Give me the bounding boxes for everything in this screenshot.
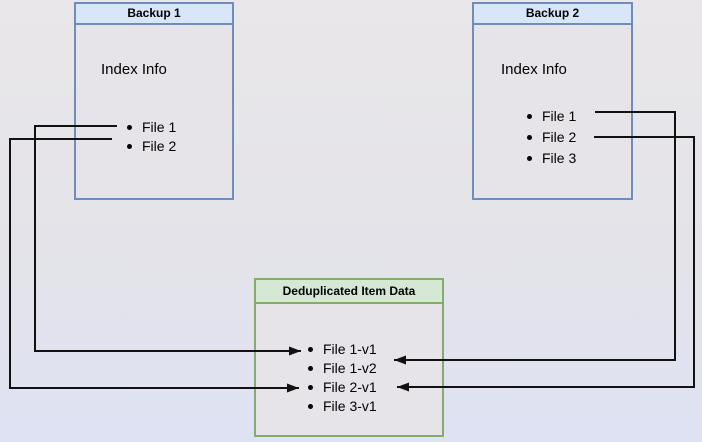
list-item: File 3-v1 xyxy=(308,397,377,416)
list-item: File 1 xyxy=(527,106,576,127)
list-item: File 1 xyxy=(127,118,176,137)
backup2-file-list: File 1 File 2 File 3 xyxy=(527,106,576,169)
list-item-label: File 1-v2 xyxy=(323,360,377,376)
list-item-label: File 2 xyxy=(142,138,177,154)
list-item-label: File 1-v1 xyxy=(323,341,377,357)
list-item: File 1-v1 xyxy=(308,340,377,359)
list-item: File 2 xyxy=(127,137,176,156)
backup2-node: Backup 2 Index Info File 1 File 2 File 3 xyxy=(472,2,633,200)
list-item-label: File 3-v1 xyxy=(323,398,377,414)
list-item: File 2-v1 xyxy=(308,378,377,397)
backup1-index-info-label: Index Info xyxy=(101,61,167,78)
dedup-title: Deduplicated Item Data xyxy=(256,280,442,304)
bullet-icon xyxy=(527,135,532,140)
bullet-icon xyxy=(308,385,313,390)
list-item: File 1-v2 xyxy=(308,359,377,378)
list-item-label: File 1 xyxy=(142,119,177,135)
bullet-icon xyxy=(308,366,313,371)
bullet-icon xyxy=(308,347,313,352)
backup1-file-list: File 1 File 2 xyxy=(127,118,176,156)
bullet-icon xyxy=(527,156,532,161)
backup2-index-info-label: Index Info xyxy=(501,61,567,78)
list-item: File 3 xyxy=(527,148,576,169)
list-item-label: File 2 xyxy=(542,129,577,145)
bullet-icon xyxy=(127,144,132,149)
bullet-icon xyxy=(527,114,532,119)
list-item: File 2 xyxy=(527,127,576,148)
backup2-title: Backup 2 xyxy=(474,4,631,25)
list-item-label: File 2-v1 xyxy=(323,379,377,395)
list-item-label: File 3 xyxy=(542,150,577,166)
list-item-label: File 1 xyxy=(542,108,577,124)
backup1-title: Backup 1 xyxy=(76,4,232,25)
backup1-node: Backup 1 Index Info File 1 File 2 xyxy=(74,2,234,200)
bullet-icon xyxy=(308,404,313,409)
bullet-icon xyxy=(127,125,132,130)
